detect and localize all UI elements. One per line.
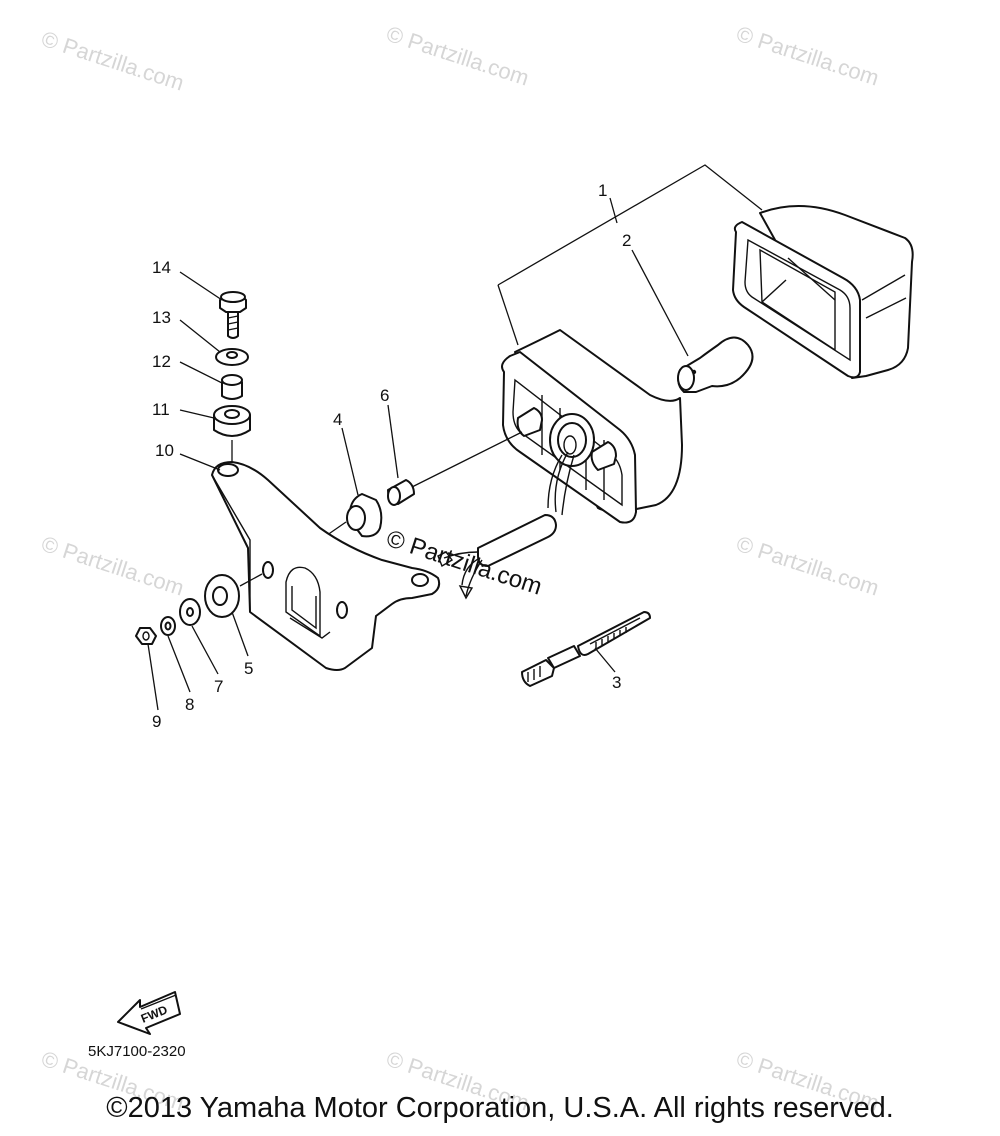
callout-12: 12 xyxy=(152,352,171,371)
callout-11: 11 xyxy=(152,400,170,419)
callout-13: 13 xyxy=(152,308,171,327)
watermark-top-left: © Partzilla.com xyxy=(38,26,187,96)
washer-13 xyxy=(215,348,249,366)
band xyxy=(521,611,651,687)
copyright-notice: ©2013 Yamaha Motor Corporation, U.S.A. A… xyxy=(106,1092,894,1124)
callout-2: 2 xyxy=(622,231,631,250)
leader-6-line xyxy=(409,431,523,489)
watermark-top-center: © Partzilla.com xyxy=(383,21,532,91)
fwd-arrow-icon: FWD xyxy=(117,991,181,1035)
tail-housing xyxy=(501,329,683,524)
watermark-mid-right: © Partzilla.com xyxy=(733,531,882,601)
washer-7 xyxy=(179,598,201,626)
callout-6: 6 xyxy=(380,386,389,405)
callout-5: 5 xyxy=(244,659,253,678)
grommet-5 xyxy=(204,574,240,618)
bolt xyxy=(219,291,247,339)
callout-numbers: 1 2 3 4 5 6 7 8 9 10 11 12 13 14 xyxy=(152,181,631,731)
watermark-top-right: © Partzilla.com xyxy=(733,21,882,91)
callout-4: 4 xyxy=(333,410,342,429)
callout-3: 3 xyxy=(612,673,621,692)
nut-9 xyxy=(135,627,157,645)
hardware-axis-bottom xyxy=(239,573,263,587)
callout-1: 1 xyxy=(598,181,607,200)
grommet-large xyxy=(319,427,383,541)
bulb xyxy=(631,249,754,393)
callout-10: 10 xyxy=(155,441,174,460)
callout-leaders xyxy=(147,271,616,711)
wire-harness xyxy=(437,451,575,600)
leader-1 xyxy=(497,164,763,346)
watermark-mid-left: © Partzilla.com xyxy=(38,531,187,601)
callout-9: 9 xyxy=(152,712,161,731)
callout-7: 7 xyxy=(214,677,223,696)
part-reference-code: 5KJ7100-2320 xyxy=(88,1043,186,1060)
collar xyxy=(387,404,415,506)
collar-12 xyxy=(221,374,243,400)
callout-14: 14 xyxy=(152,258,171,277)
mounting-bracket xyxy=(211,461,441,671)
grommet-11 xyxy=(213,405,251,437)
lock-washer-8 xyxy=(160,616,176,636)
callout-8: 8 xyxy=(185,695,194,714)
tail-lens xyxy=(732,205,914,379)
